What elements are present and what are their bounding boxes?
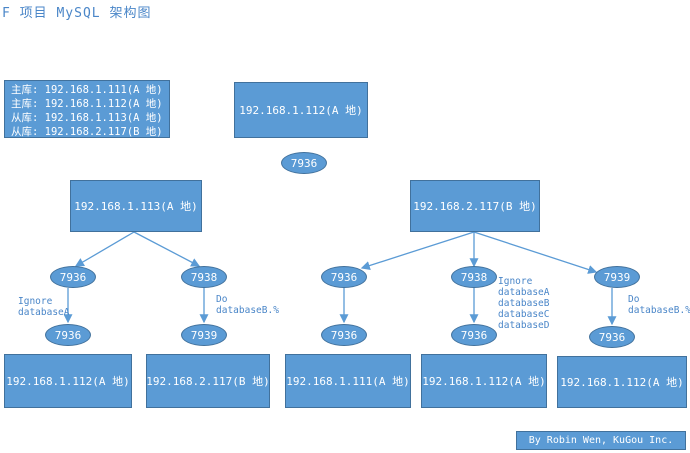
legend-item: 主库: 192.168.1.112(A 地) bbox=[11, 98, 163, 110]
port-oval: 7936 bbox=[50, 266, 96, 288]
port-oval: 7939 bbox=[181, 324, 227, 346]
port-oval: 7938 bbox=[181, 266, 227, 288]
mid-right-node: 192.168.2.117(B 地) bbox=[410, 180, 540, 232]
replication-filter-note: Do databaseB.% bbox=[628, 294, 690, 316]
legend-item: 从库: 192.168.1.113(A 地) bbox=[11, 112, 163, 124]
credit-label: By Robin Wen, KuGou Inc. bbox=[516, 431, 686, 450]
port-oval: 7936 bbox=[589, 326, 635, 348]
port-oval: 7938 bbox=[451, 266, 497, 288]
arrow bbox=[133, 231, 201, 267]
slave-node: 192.168.1.112(A 地) bbox=[421, 354, 547, 408]
top-master-node: 192.168.1.112(A 地) bbox=[234, 82, 368, 138]
replication-filter-note: Ignore databaseA databaseB databaseC dat… bbox=[498, 276, 550, 331]
mid-left-node: 192.168.1.113(A 地) bbox=[70, 180, 202, 232]
arrow bbox=[360, 231, 475, 270]
legend-item: 主库: 192.168.1.111(A 地) bbox=[11, 84, 163, 96]
port-oval: 7936 bbox=[281, 152, 327, 174]
slave-node: 192.168.1.111(A 地) bbox=[285, 354, 411, 408]
port-oval: 7936 bbox=[321, 324, 367, 346]
slave-node: 192.168.1.112(A 地) bbox=[557, 356, 687, 408]
port-oval: 7939 bbox=[594, 266, 640, 288]
server-legend: 主库: 192.168.1.111(A 地) 主库: 192.168.1.112… bbox=[4, 80, 170, 138]
slave-node: 192.168.2.117(B 地) bbox=[146, 354, 270, 408]
port-oval: 7936 bbox=[45, 324, 91, 346]
port-oval: 7936 bbox=[321, 266, 367, 288]
arrow bbox=[74, 231, 135, 267]
port-oval: 7936 bbox=[451, 324, 497, 346]
replication-filter-note: Do databaseB.% bbox=[216, 294, 279, 316]
slave-node: 192.168.1.112(A 地) bbox=[4, 354, 132, 408]
page-title: F 项目 MySQL 架构图 bbox=[2, 6, 152, 21]
replication-filter-note: Ignore databaseA bbox=[18, 296, 70, 318]
legend-item: 从库: 192.168.2.117(B 地) bbox=[11, 126, 163, 138]
arrow bbox=[473, 231, 598, 274]
